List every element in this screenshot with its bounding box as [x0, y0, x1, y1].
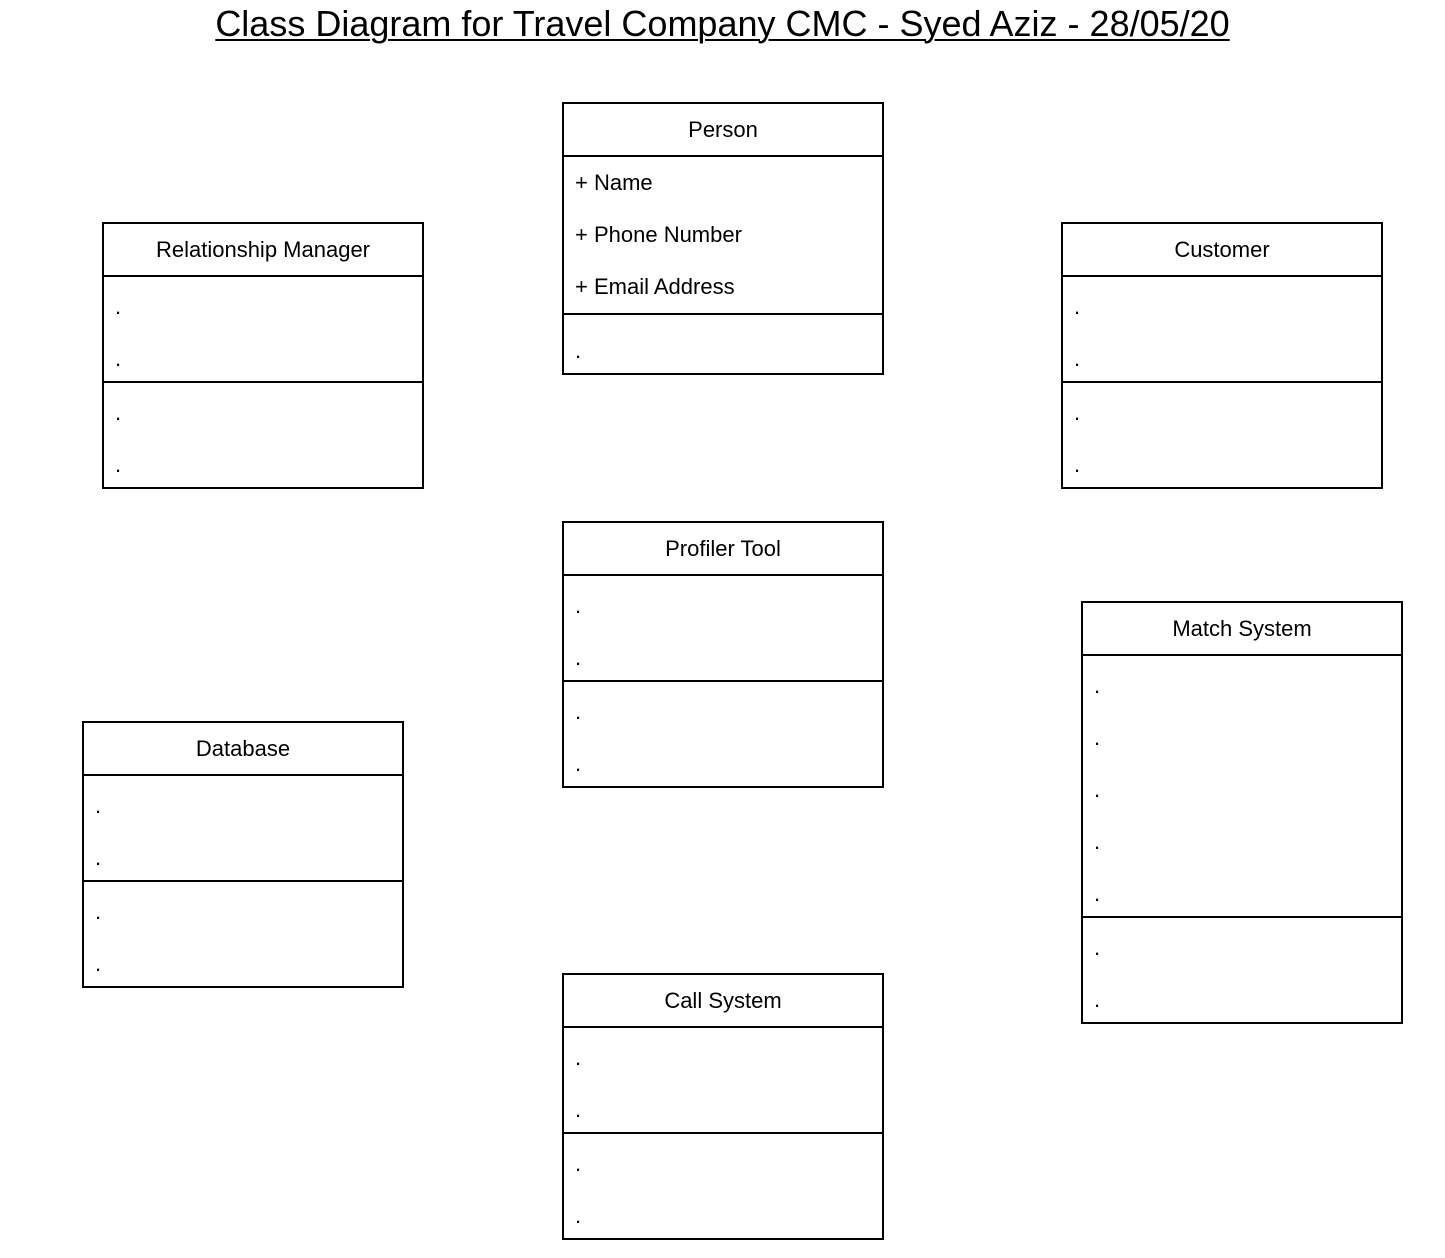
operation: . — [575, 1203, 582, 1228]
attribute: . — [1074, 294, 1081, 319]
class-relationship-manager[interactable]: Relationship Manager . . . . — [102, 222, 424, 489]
operation: . — [575, 699, 582, 724]
attributes-section: . . — [1063, 277, 1381, 381]
attribute: . — [1094, 881, 1101, 906]
attributes-section: . . — [564, 1028, 882, 1132]
operation: . — [115, 400, 122, 425]
operation: . — [1074, 452, 1081, 477]
attribute: . — [1094, 777, 1101, 802]
operation: . — [115, 452, 122, 477]
attribute: . — [95, 845, 102, 870]
attribute: . — [1094, 725, 1101, 750]
class-person[interactable]: Person + Name + Phone Number + Email Add… — [562, 102, 884, 375]
class-profiler-tool[interactable]: Profiler Tool . . . . — [562, 521, 884, 788]
class-name: Match System — [1083, 603, 1401, 656]
operation: . — [1094, 935, 1101, 960]
operations-section: . . — [1083, 916, 1401, 1022]
operation: . — [575, 338, 582, 363]
attribute: . — [575, 1045, 582, 1070]
attribute: . — [575, 593, 582, 618]
attribute: + Phone Number — [575, 222, 742, 247]
operation: . — [95, 899, 102, 924]
attribute: + Email Address — [575, 274, 735, 299]
operation: . — [575, 1151, 582, 1176]
attribute: . — [115, 294, 122, 319]
operations-section: . — [564, 313, 882, 373]
attribute: . — [575, 645, 582, 670]
attribute: + Name — [575, 170, 653, 195]
attribute: . — [115, 346, 122, 371]
class-call-system[interactable]: Call System . . . . — [562, 973, 884, 1240]
operations-section: . . — [564, 1132, 882, 1238]
attributes-section: . . . . . — [1083, 656, 1401, 916]
attributes-section: . . — [84, 776, 402, 880]
class-database[interactable]: Database . . . . — [82, 721, 404, 988]
attribute: . — [1074, 346, 1081, 371]
class-match-system[interactable]: Match System . . . . . . . — [1081, 601, 1403, 1024]
attribute: . — [1094, 829, 1101, 854]
class-name: Person — [564, 104, 882, 157]
class-name: Database — [84, 723, 402, 776]
operations-section: . . — [1063, 381, 1381, 487]
class-name: Profiler Tool — [564, 523, 882, 576]
attributes-section: . . — [564, 576, 882, 680]
diagram-title: Class Diagram for Travel Company CMC - S… — [215, 3, 1230, 44]
operation: . — [1094, 987, 1101, 1012]
class-customer[interactable]: Customer . . . . — [1061, 222, 1383, 489]
class-name: Customer — [1063, 224, 1381, 277]
attribute: . — [95, 793, 102, 818]
operation: . — [95, 951, 102, 976]
operations-section: . . — [564, 680, 882, 786]
attribute: . — [575, 1097, 582, 1122]
attribute: . — [1094, 673, 1101, 698]
operations-section: . . — [84, 880, 402, 986]
attributes-section: . . — [104, 277, 422, 381]
class-name: Relationship Manager — [104, 224, 422, 277]
attributes-section: + Name + Phone Number + Email Address — [564, 157, 882, 313]
class-name: Call System — [564, 975, 882, 1028]
operation: . — [1074, 400, 1081, 425]
operation: . — [575, 751, 582, 776]
operations-section: . . — [104, 381, 422, 487]
